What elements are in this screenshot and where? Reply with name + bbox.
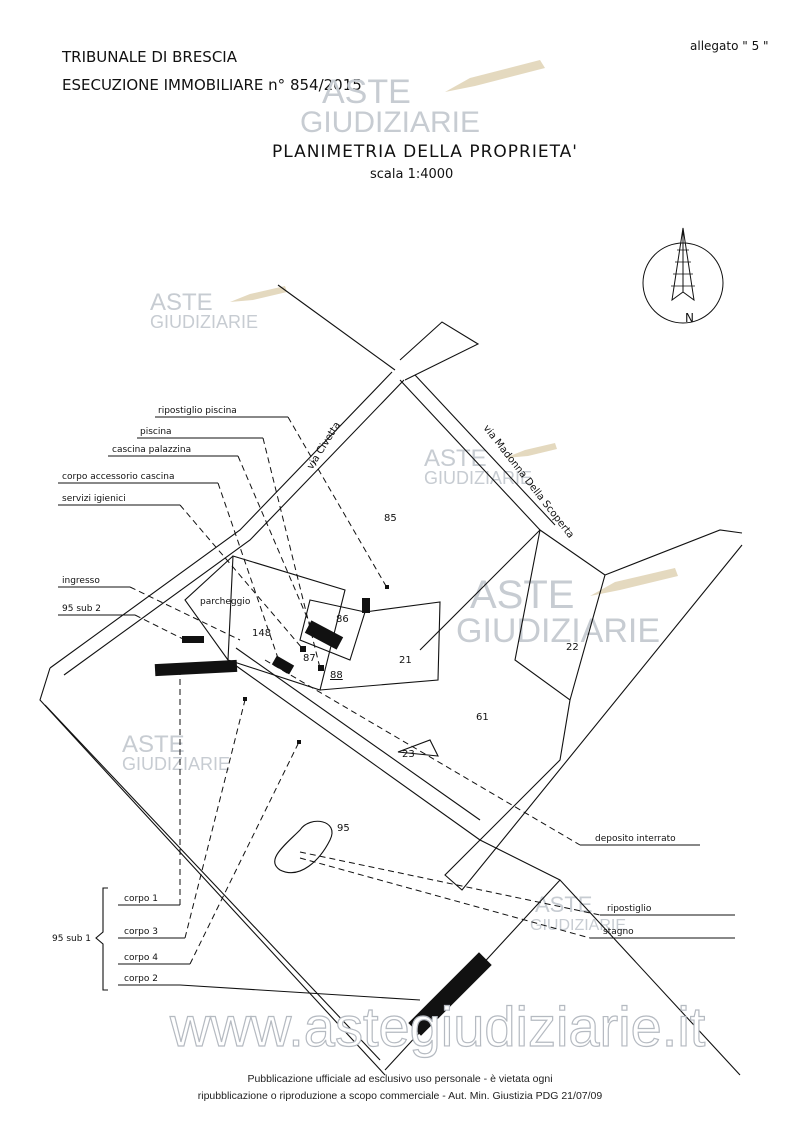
road-via-civetta: via Civetta [305, 420, 343, 471]
parcel-148: 148 [252, 628, 271, 639]
parcel-87: 87 [303, 653, 316, 664]
svg-text:GIUDIZIARIE: GIUDIZIARIE [424, 468, 532, 488]
watermark-lower-left: ASTE GIUDIZIARIE [122, 731, 230, 774]
building-corpo-2 [408, 952, 492, 1036]
svg-text:ASTE: ASTE [424, 445, 487, 472]
buildings [154, 585, 492, 1036]
court-title: TRIBUNALE DI BRESCIA [61, 48, 238, 66]
label-servizi-igienici: servizi igienici [62, 494, 126, 504]
building-corpo-1 [154, 659, 238, 677]
svg-text:ASTE: ASTE [150, 289, 213, 316]
case-title: ESECUZIONE IMMOBILIARE n° 854/2015 [62, 76, 362, 94]
label-stagno: stagno [603, 927, 634, 937]
building-corpo-3 [243, 697, 247, 701]
label-corpo-2: corpo 2 [124, 974, 158, 984]
building-corpo-4 [297, 740, 301, 744]
plan-title: PLANIMETRIA DELLA PROPRIETA' [272, 142, 578, 162]
building-sub2 [182, 636, 204, 643]
building-piscina [318, 665, 324, 671]
parking-label: parcheggio [200, 597, 251, 607]
building-cascina [304, 620, 344, 650]
footer-line-2: ripubblicazione o riproduzione a scopo c… [198, 1090, 603, 1102]
label-piscina: piscina [140, 427, 172, 437]
label-corpo-4: corpo 4 [124, 953, 158, 963]
label-ingresso: ingresso [62, 576, 100, 586]
svg-text:GIUDIZIARIE: GIUDIZIARIE [150, 312, 258, 332]
svg-text:GIUDIZIARIE: GIUDIZIARIE [122, 754, 230, 774]
callouts-top: ripostiglio piscina piscina cascina pala… [58, 406, 387, 669]
svg-text:GIUDIZIARIE: GIUDIZIARIE [300, 106, 480, 139]
footer-line-1: Pubblicazione ufficiale ad esclusivo uso… [247, 1073, 552, 1085]
parcel-61: 61 [476, 712, 489, 723]
parcel-85-top: 85 [384, 513, 397, 524]
building-ripostiglio-piscina [362, 598, 370, 613]
watermark-right: ASTE GIUDIZIARIE [456, 568, 678, 650]
building-servizi [300, 646, 306, 652]
label-corpo-3: corpo 3 [124, 927, 158, 937]
parcel-23: 23 [402, 749, 415, 760]
label-deposito-interrato: deposito interrato [595, 834, 676, 844]
label-ripostiglio: ripostiglio [607, 904, 652, 914]
svg-text:GIUDIZIARIE: GIUDIZIARIE [530, 917, 626, 934]
north-letter: N [685, 311, 694, 325]
parcel-88: 88 [330, 670, 343, 681]
plan-scale: scala 1:4000 [370, 167, 453, 182]
north-arrow-icon: N [642, 227, 724, 325]
watermark-url: www.astegiudiziarie.it [169, 995, 706, 1058]
parcel-86: 86 [336, 614, 349, 625]
label-corpo-1: corpo 1 [124, 894, 158, 904]
label-cascina-palazzina: cascina palazzina [112, 445, 191, 455]
svg-text:ASTE: ASTE [535, 892, 592, 917]
parcel-21: 21 [399, 655, 412, 666]
svg-text:ASTE: ASTE [122, 731, 185, 758]
label-corpo-accessorio: corpo accessorio cascina [62, 472, 174, 482]
label-95-sub-2: 95 sub 2 [62, 604, 101, 614]
attachment-label: allegato " 5 " [690, 39, 769, 53]
svg-text:ASTE: ASTE [470, 573, 574, 617]
svg-text:GIUDIZIARIE: GIUDIZIARIE [456, 612, 660, 650]
callouts-right: deposito interrato ripostiglio stagno [264, 659, 735, 939]
building-small [385, 585, 389, 589]
callouts-bottom: 95 sub 1 corpo 1 corpo 3 corpo 4 corpo 2 [52, 672, 421, 1001]
label-95-sub-1: 95 sub 1 [52, 934, 91, 944]
parcel-95: 95 [337, 823, 350, 834]
watermark-top: ASTE GIUDIZIARIE [300, 60, 545, 139]
watermark-mid: ASTE GIUDIZIARIE [424, 443, 557, 488]
svg-text:ASTE: ASTE [322, 73, 411, 111]
building-accessorio [271, 655, 295, 675]
parcel-22: 22 [566, 642, 579, 653]
label-ripostiglio-piscina: ripostiglio piscina [158, 406, 237, 416]
watermark-left: ASTE GIUDIZIARIE [150, 286, 287, 332]
